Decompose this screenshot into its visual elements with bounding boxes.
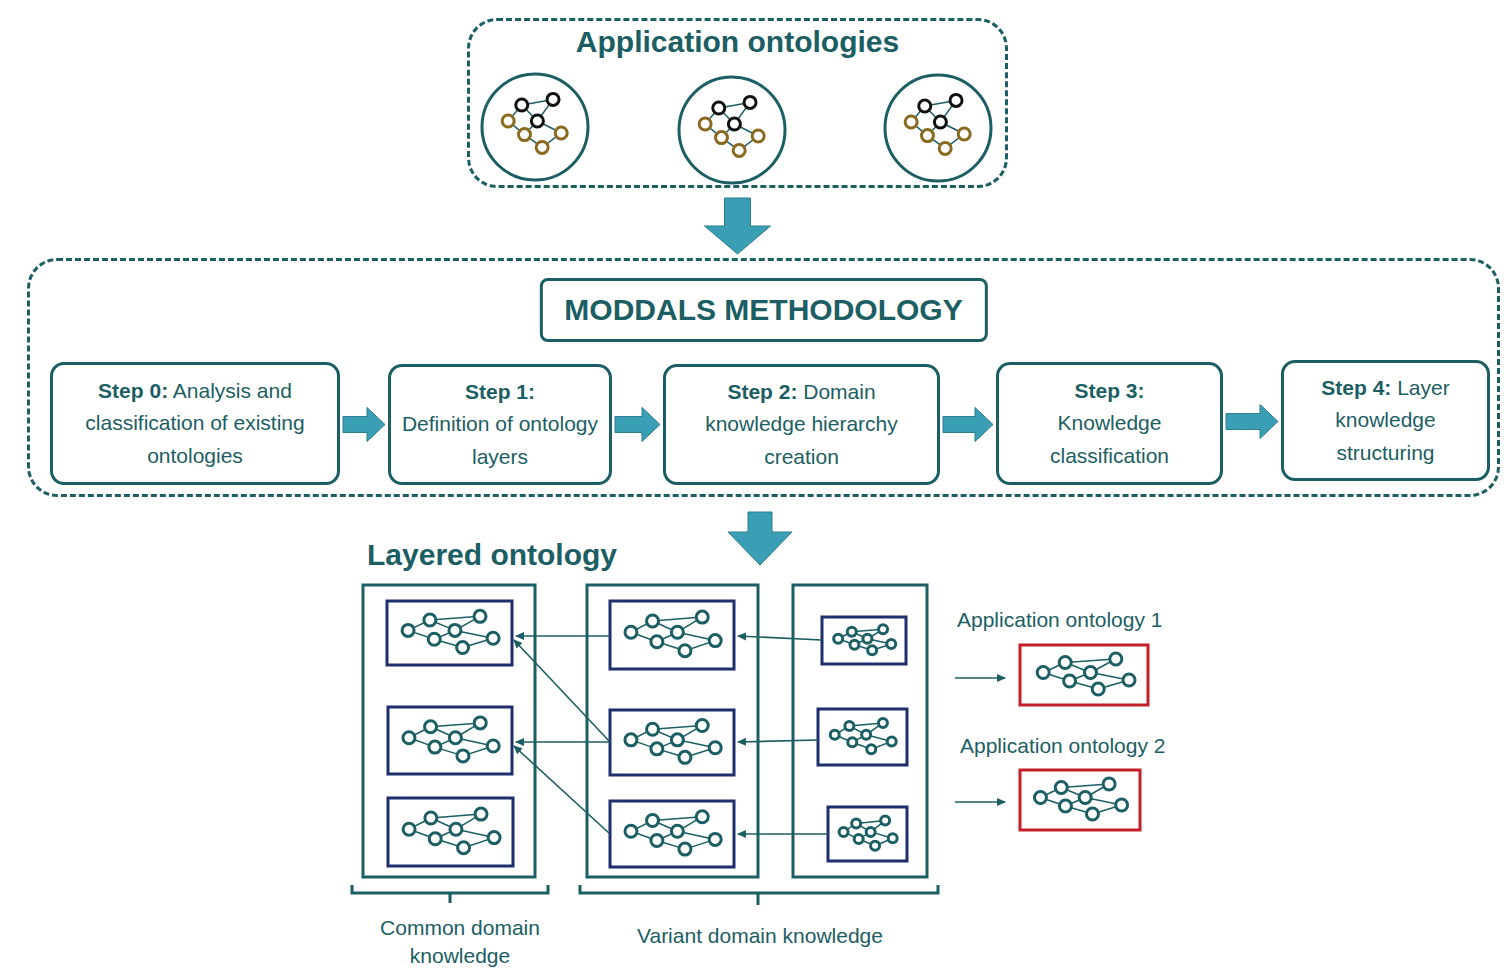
- ontology-box: [818, 709, 907, 765]
- block-arrow: [705, 198, 771, 254]
- graph-icon: [830, 718, 896, 753]
- ontology-box: [387, 601, 512, 665]
- step-number: Step 4:: [1321, 376, 1391, 399]
- graph-icon: [625, 611, 721, 657]
- bracket: [352, 885, 548, 903]
- output-label: Application ontology 1: [957, 608, 1162, 632]
- graph-icon: [834, 625, 896, 655]
- step-number: Step 2:: [727, 380, 797, 403]
- layer-caption: Variant domain knowledge: [637, 924, 883, 948]
- process-step: Step 0: Analysis and classification of e…: [50, 362, 340, 485]
- process-step: Step 2: Domain knowledge hierarchy creat…: [663, 364, 940, 485]
- ontology-circle: [679, 77, 785, 183]
- process-step: Step 3:Knowledge classification: [996, 362, 1223, 485]
- graph-icon: [403, 808, 500, 854]
- ontology-circle: [482, 74, 588, 180]
- step-label: Knowledge classification: [1050, 411, 1169, 467]
- step-text: Step 3:Knowledge classification: [1009, 375, 1210, 473]
- graph-icon: [502, 93, 567, 153]
- group-heading: Application ontologies: [576, 25, 899, 59]
- pointer-arrow: [955, 801, 1005, 803]
- output-label: Application ontology 2: [960, 734, 1165, 758]
- ontology-box: [610, 601, 734, 669]
- layer-column: [363, 585, 535, 877]
- section-heading: Layered ontology: [367, 538, 617, 572]
- graph-icon: [905, 94, 970, 154]
- title-box: MODDALS METHODOLOGY: [539, 278, 987, 342]
- block-arrow: [343, 408, 385, 442]
- graph-icon: [403, 717, 499, 762]
- app-ontology-box: [1020, 645, 1148, 705]
- ontology-box: [822, 617, 906, 664]
- graph-icon: [625, 811, 721, 855]
- ontology-box: [610, 710, 734, 775]
- block-arrow: [1226, 405, 1278, 439]
- ontology-box: [610, 801, 734, 867]
- ontology-box: [828, 807, 907, 861]
- methodology-frame: MODDALS METHODOLOGY Step 0: Analysis and …: [27, 258, 1500, 497]
- layer-links: [514, 636, 828, 834]
- step-text: Step 0: Analysis and classification of e…: [63, 375, 327, 473]
- graph-icon: [625, 720, 721, 764]
- step-number: Step 3:: [1009, 375, 1210, 408]
- block-arrow: [615, 408, 660, 442]
- graph-icon: [1034, 778, 1127, 820]
- pointer-arrow: [955, 677, 1005, 679]
- bracket: [580, 885, 938, 905]
- process-step: Step 1:Definition of ontology layers: [388, 364, 612, 485]
- graph-icon: [699, 96, 764, 156]
- step-number: Step 0:: [98, 379, 168, 402]
- step-text: Step 1:Definition of ontology layers: [401, 376, 599, 474]
- ontology-circle: [885, 75, 991, 181]
- step-text: Step 2: Domain knowledge hierarchy creat…: [676, 376, 927, 474]
- ontology-box: [388, 798, 513, 866]
- app-ontology-box: [1020, 770, 1140, 830]
- graph-icon: [1037, 653, 1135, 695]
- step-text: Step 4: Layer knowledge structuring: [1294, 372, 1477, 470]
- layer-caption: Common domain knowledge: [350, 914, 570, 971]
- block-arrow: [728, 512, 792, 565]
- step-number: Step 1:: [401, 376, 599, 409]
- step-label: Definition of ontology layers: [402, 412, 598, 468]
- graph-icon: [402, 610, 499, 653]
- block-arrow: [943, 408, 993, 442]
- process-step: Step 4: Layer knowledge structuring: [1281, 360, 1490, 481]
- graph-icon: [839, 816, 897, 850]
- ontology-box: [388, 707, 512, 774]
- ontology-group: Application ontologies: [467, 18, 1008, 188]
- layer-column: [587, 585, 758, 877]
